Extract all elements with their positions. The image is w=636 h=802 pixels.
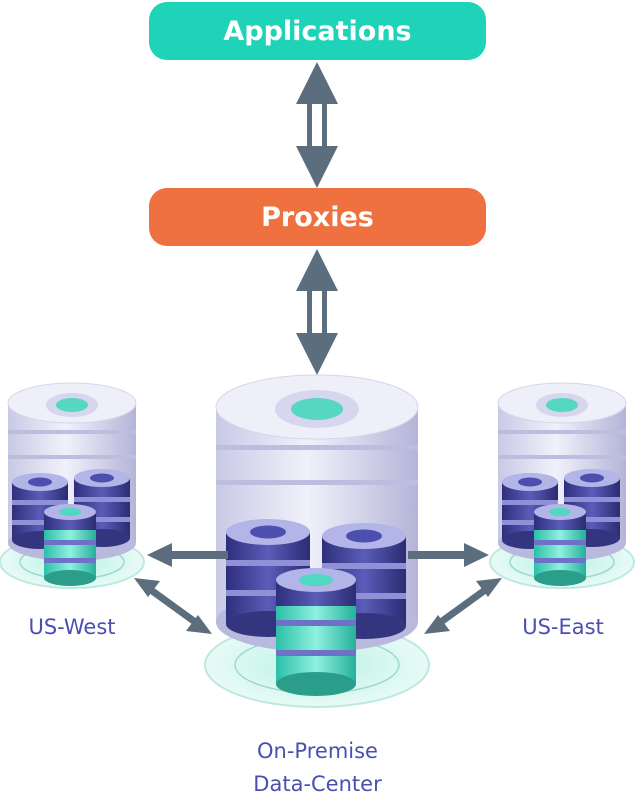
arrow-proxies-onpremise bbox=[296, 249, 338, 375]
applications-label: Applications bbox=[223, 15, 412, 47]
proxies-label: Proxies bbox=[261, 201, 374, 233]
us-west-label: US-West bbox=[28, 615, 116, 639]
applications-box: Applications bbox=[149, 2, 486, 60]
proxies-box: Proxies bbox=[149, 188, 486, 246]
us-east-stack-front bbox=[534, 504, 586, 586]
us-east-label: US-East bbox=[522, 615, 604, 639]
arrows bbox=[134, 62, 502, 634]
on-premise-label-line1: On-Premise bbox=[257, 739, 378, 763]
on-premise-label-line2: Data-Center bbox=[253, 772, 382, 796]
arrow-onpremise-east-horizontal bbox=[408, 543, 489, 567]
on-premise-label: On-Premise Data-Center bbox=[210, 735, 425, 801]
arrow-west-onpremise-diagonal bbox=[134, 578, 212, 634]
on-premise-cluster bbox=[204, 374, 430, 708]
arrow-onpremise-east-diagonal bbox=[424, 578, 502, 634]
us-east-cluster bbox=[489, 382, 635, 589]
on-premise-stack-front bbox=[276, 568, 356, 696]
arrow-west-onpremise-horizontal bbox=[147, 543, 228, 567]
us-west-cluster bbox=[0, 382, 145, 589]
arrow-applications-proxies bbox=[296, 62, 338, 188]
us-west-stack-front bbox=[44, 504, 96, 586]
